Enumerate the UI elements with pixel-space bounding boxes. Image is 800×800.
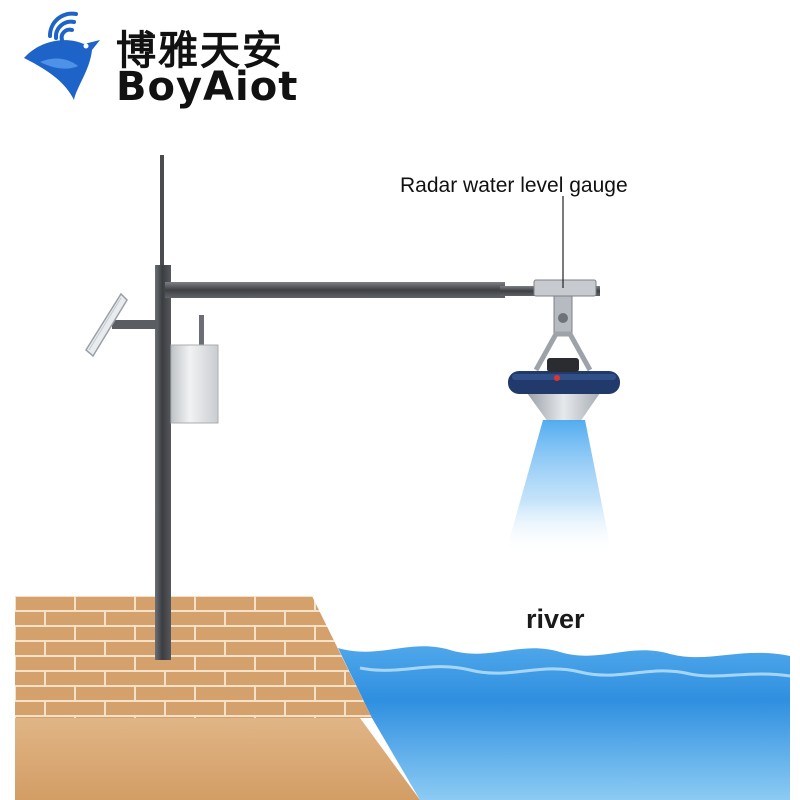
control-box-antenna: [199, 315, 204, 350]
signal-waves-icon: [47, 11, 78, 42]
gauge-label: Radar water level gauge: [400, 174, 628, 197]
river-bank-ground: [15, 718, 420, 800]
control-box: [170, 344, 219, 424]
river-label: river: [526, 604, 585, 634]
solar-panel-bracket: [112, 320, 157, 329]
mounting-pole: [155, 265, 171, 660]
brick-wall: [15, 596, 372, 718]
radar-water-level-gauge: [508, 358, 620, 422]
river-wave-highlight: [359, 665, 791, 678]
river-water: [338, 646, 790, 800]
lightning-rod: [160, 155, 164, 267]
radar-beam: [505, 420, 612, 555]
brand-name-english: BoyAiot: [116, 64, 299, 110]
solar-panel: [85, 292, 128, 358]
logo-bird-icon: [24, 40, 100, 100]
gauge-bracket: [533, 279, 597, 372]
mounting-arm: [165, 282, 505, 298]
brand-name-chinese: 博雅天安: [116, 28, 284, 74]
